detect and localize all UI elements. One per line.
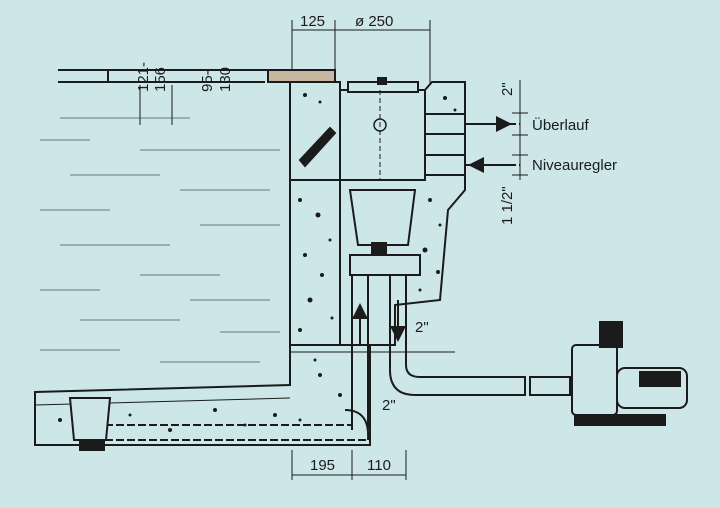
dim-bottom-width-left: 195 xyxy=(310,457,335,474)
dimension-lines xyxy=(139,20,528,480)
dim-height-inner-a: 95- xyxy=(199,70,216,92)
dim-pipe-level: 1 1/2" xyxy=(499,186,516,225)
dim-height-outer-a: 121- xyxy=(135,62,152,92)
dim-height-outer-b: 156 xyxy=(152,67,169,92)
flow-arrows xyxy=(352,116,512,345)
skimmer-flap-icon xyxy=(298,126,337,168)
floor-drain-icon xyxy=(68,397,112,451)
dim-height-inner-b: 130 xyxy=(217,67,234,92)
dim-top-width-left: 125 xyxy=(300,13,325,30)
dim-pipe-overflow: 2" xyxy=(499,82,516,96)
dim-pipe-bottom: 2" xyxy=(382,397,396,414)
dim-top-diameter: ø 250 xyxy=(355,13,393,30)
pool-deck xyxy=(58,69,336,83)
water-surface-lines xyxy=(40,117,280,363)
dim-pipe-suction: 2" xyxy=(415,319,429,336)
skimmer-body xyxy=(339,77,426,276)
suction-line xyxy=(389,364,571,396)
dim-bottom-width-right: 110 xyxy=(367,457,391,474)
pump-motor-icon xyxy=(571,321,688,426)
bottom-drain-line xyxy=(105,409,370,441)
label-overflow: Überlauf xyxy=(532,116,590,134)
label-level-regulator: Niveauregler xyxy=(532,157,617,174)
